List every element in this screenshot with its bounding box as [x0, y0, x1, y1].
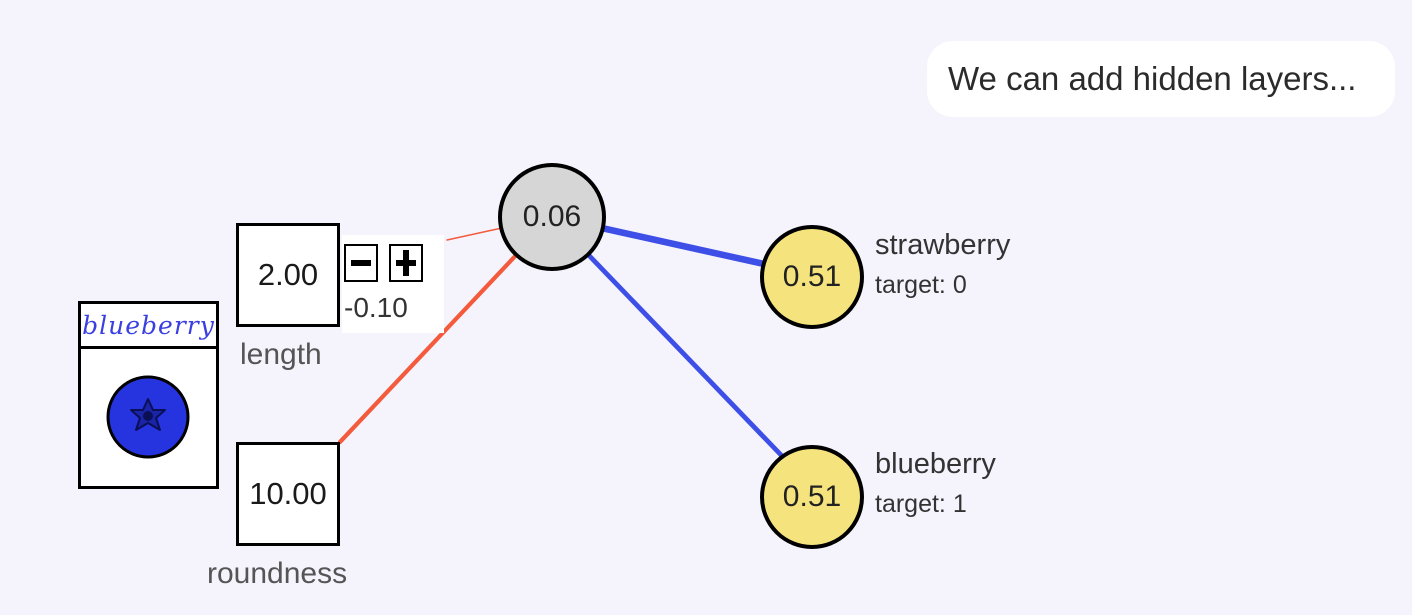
output-strawberry-value: 0.51 [782, 260, 842, 293]
minus-icon [351, 260, 371, 266]
output-node-blueberry[interactable]: 0.51 [760, 445, 864, 549]
input-roundness-value: 10.00 [249, 476, 327, 511]
speech-bubble: We can add hidden layers... [927, 41, 1395, 117]
output-node-strawberry[interactable]: 0.51 [760, 225, 864, 329]
output-blueberry-name: blueberry [875, 448, 996, 480]
output-blueberry-target: target: 1 [875, 490, 967, 518]
input-roundness-box[interactable]: 10.00 [236, 442, 340, 546]
edge-hidden-to-strawberry[interactable] [599, 224, 768, 268]
output-blueberry-value: 0.51 [782, 480, 842, 513]
fruit-card: blueberry [78, 301, 219, 489]
output-strawberry-name: strawberry [875, 229, 1011, 261]
input-length-label: length [240, 338, 322, 371]
hidden-node-value: 0.06 [522, 200, 582, 233]
weight-decrease-button[interactable] [344, 244, 378, 282]
input-length-box[interactable]: 2.00 [236, 223, 340, 327]
weight-increase-button[interactable] [389, 244, 423, 282]
blueberry-icon [106, 375, 190, 459]
edge-hidden-to-blueberry[interactable] [585, 252, 785, 459]
fruit-card-label: blueberry [81, 304, 216, 349]
weight-value: -0.10 [344, 292, 408, 323]
input-roundness-label: roundness [207, 557, 348, 590]
edge-length-to-hidden[interactable] [446, 227, 502, 241]
edge-roundness-to-hidden[interactable] [337, 252, 519, 445]
input-length-value: 2.00 [257, 257, 319, 292]
hidden-node[interactable]: 0.06 [498, 163, 606, 271]
output-strawberry-target: target: 0 [875, 271, 967, 299]
speech-text: We can add hidden layers... [948, 60, 1357, 97]
